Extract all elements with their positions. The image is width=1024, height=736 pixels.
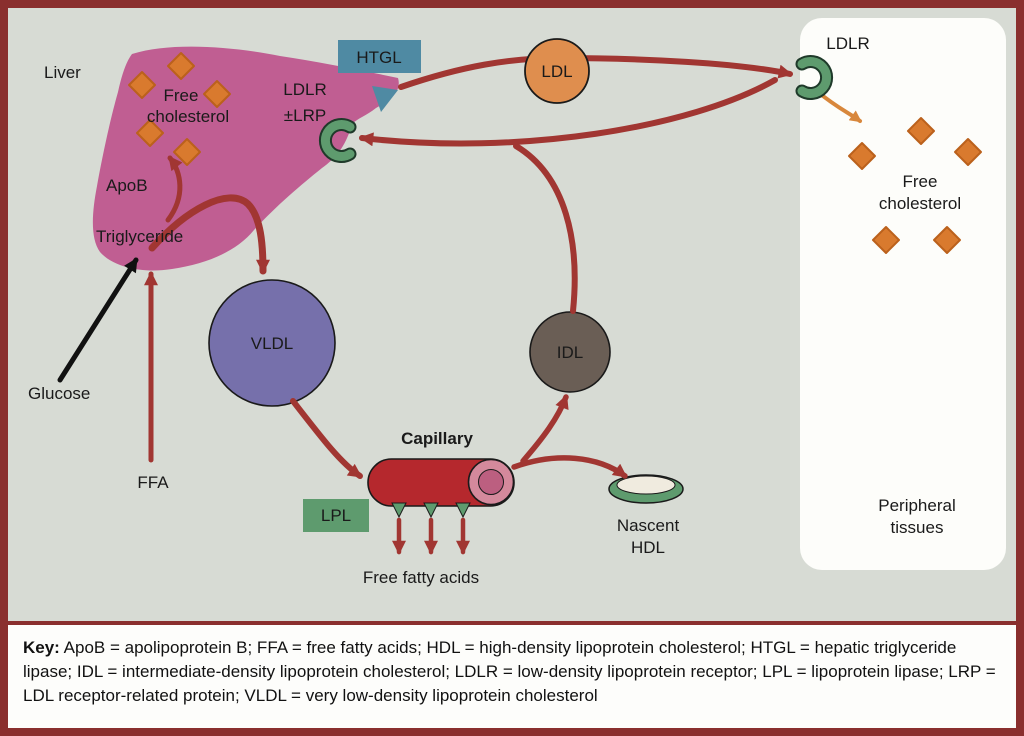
arrow-triglyceride-to-cholesterol xyxy=(165,155,183,223)
glucose-label: Glucose xyxy=(28,384,90,403)
htgl-box xyxy=(338,40,421,73)
arrow-capillary-to-nascent-hdl xyxy=(511,455,628,479)
liver-label: Liver xyxy=(44,63,81,82)
receptors xyxy=(318,55,834,163)
liver-ldlr-label: LDLR xyxy=(283,80,326,99)
key-text: ApoB = apolipoprotein B; FFA = free fatt… xyxy=(23,638,996,706)
peripheral-ldlr-label: LDLR xyxy=(826,34,869,53)
arrow-vldl-to-capillary xyxy=(290,398,363,479)
arrow-ldl-to-liver-receptor xyxy=(359,77,778,147)
arrow-liver-to-vldl xyxy=(148,194,270,275)
idl-label: IDL xyxy=(557,343,583,362)
peripheral-free-cholesterol-label-line1: Free xyxy=(903,172,938,191)
key-label: Key: xyxy=(23,638,60,657)
key-box: Key: ApoB = apolipoprotein B; FFA = free… xyxy=(8,625,1016,728)
liver-ldlr-receptor-icon xyxy=(320,120,355,161)
nascent-hdl-label-line2: HDL xyxy=(631,538,665,557)
flow-arrows xyxy=(57,54,862,555)
release-triangle-icon xyxy=(423,502,439,519)
arrow-idl-up xyxy=(513,143,578,314)
vldl-label: VLDL xyxy=(251,334,294,353)
ldl-label: LDL xyxy=(541,62,572,81)
peripheral-free-cholesterol-label-line2: cholesterol xyxy=(879,194,961,213)
apob-label: ApoB xyxy=(106,176,148,195)
peripheral-tissues-label-line2: tissues xyxy=(891,518,944,537)
ffa-label: FFA xyxy=(137,473,169,492)
lipid-metabolism-diagram: Liver Free cholesterol ApoB Triglyceride… xyxy=(8,8,1016,621)
free-fatty-acids-label: Free fatty acids xyxy=(363,568,479,587)
arrow-capillary-to-idl xyxy=(520,394,569,464)
peripheral-ldlr-receptor-icon xyxy=(797,57,832,98)
triglyceride-label: Triglyceride xyxy=(96,227,183,246)
nascent-hdl-dish xyxy=(608,474,684,504)
lpl-box xyxy=(303,499,369,532)
lpl-release-sites xyxy=(391,502,471,519)
htgl-pointer-icon xyxy=(372,86,398,112)
htgl-label: HTGL xyxy=(356,48,401,67)
liver-free-cholesterol-label-line1: Free xyxy=(164,86,199,105)
release-triangle-icon xyxy=(455,502,471,519)
liver-free-cholesterol-label-line2: cholesterol xyxy=(147,107,229,126)
capillary-vessel xyxy=(367,458,515,507)
arrow-glucose-to-liver xyxy=(57,257,139,383)
capillary-label: Capillary xyxy=(401,429,473,448)
ldl-circle xyxy=(524,38,590,104)
peripheral-tissues-label-line1: Peripheral xyxy=(878,496,956,515)
idl-circle xyxy=(529,311,611,393)
lrp-label: ±LRP xyxy=(284,106,326,125)
vldl-circle xyxy=(208,279,336,407)
lpl-label: LPL xyxy=(321,506,351,525)
nascent-hdl-label-line1: Nascent xyxy=(617,516,680,535)
release-triangle-icon xyxy=(391,502,407,519)
